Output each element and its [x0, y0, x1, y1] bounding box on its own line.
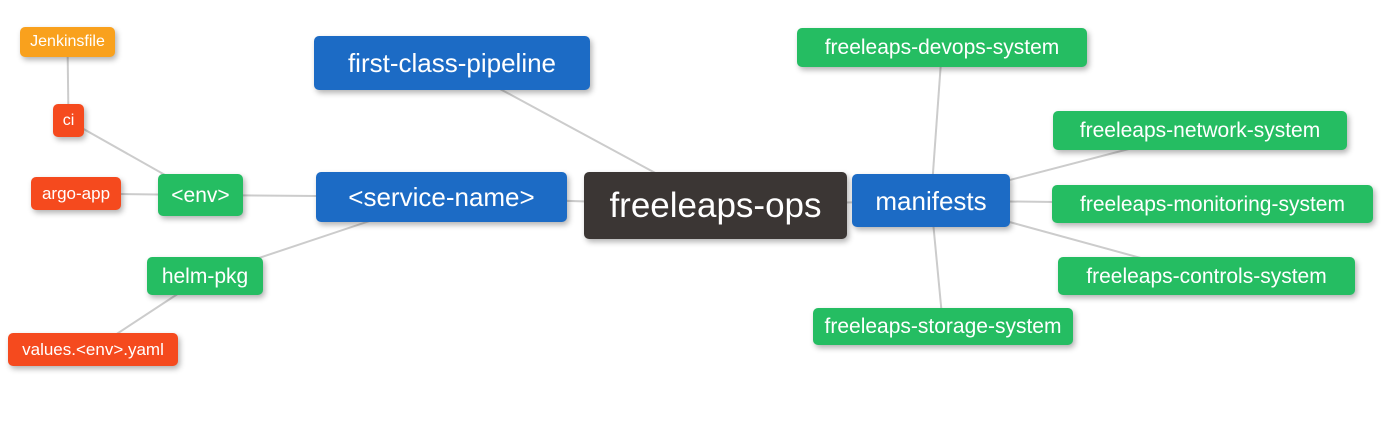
node-ci[interactable]: ci	[53, 104, 84, 137]
node-freeleaps-controls-system[interactable]: freeleaps-controls-system	[1058, 257, 1355, 295]
node-label: freeleaps-monitoring-system	[1080, 192, 1345, 216]
node-label: <service-name>	[348, 182, 535, 212]
node-argo-app[interactable]: argo-app	[31, 177, 121, 210]
node-env[interactable]: <env>	[158, 174, 243, 216]
node-freeleaps-ops[interactable]: freeleaps-ops	[584, 172, 847, 239]
node-label: Jenkinsfile	[30, 33, 105, 50]
node-label: first-class-pipeline	[347, 48, 557, 78]
node-freeleaps-storage-system[interactable]: freeleaps-storage-system	[813, 308, 1073, 345]
node-label: freeleaps-devops-system	[824, 36, 1060, 59]
node-values-env-yaml[interactable]: values.<env>.yaml	[8, 333, 178, 366]
node-label: <env>	[171, 183, 230, 207]
node-first-class-pipeline[interactable]: first-class-pipeline	[314, 36, 590, 90]
node-label: argo-app	[41, 184, 111, 203]
node-label: helm-pkg	[161, 264, 249, 288]
node-label: freeleaps-storage-system	[824, 315, 1062, 338]
node-service-name[interactable]: <service-name>	[316, 172, 567, 222]
node-label: ci	[62, 111, 75, 129]
node-freeleaps-network-system[interactable]: freeleaps-network-system	[1053, 111, 1347, 150]
node-freeleaps-monitoring-system[interactable]: freeleaps-monitoring-system	[1052, 185, 1373, 223]
node-label: freeleaps-controls-system	[1086, 264, 1327, 288]
node-label: freeleaps-ops	[609, 186, 822, 225]
node-jenkinsfile[interactable]: Jenkinsfile	[20, 27, 115, 57]
node-helm-pkg[interactable]: helm-pkg	[147, 257, 263, 295]
node-label: values.<env>.yaml	[22, 340, 164, 359]
node-label: freeleaps-network-system	[1079, 119, 1321, 142]
node-freeleaps-devops-system[interactable]: freeleaps-devops-system	[797, 28, 1087, 67]
node-label: manifests	[875, 185, 987, 216]
node-manifests[interactable]: manifests	[852, 174, 1010, 227]
